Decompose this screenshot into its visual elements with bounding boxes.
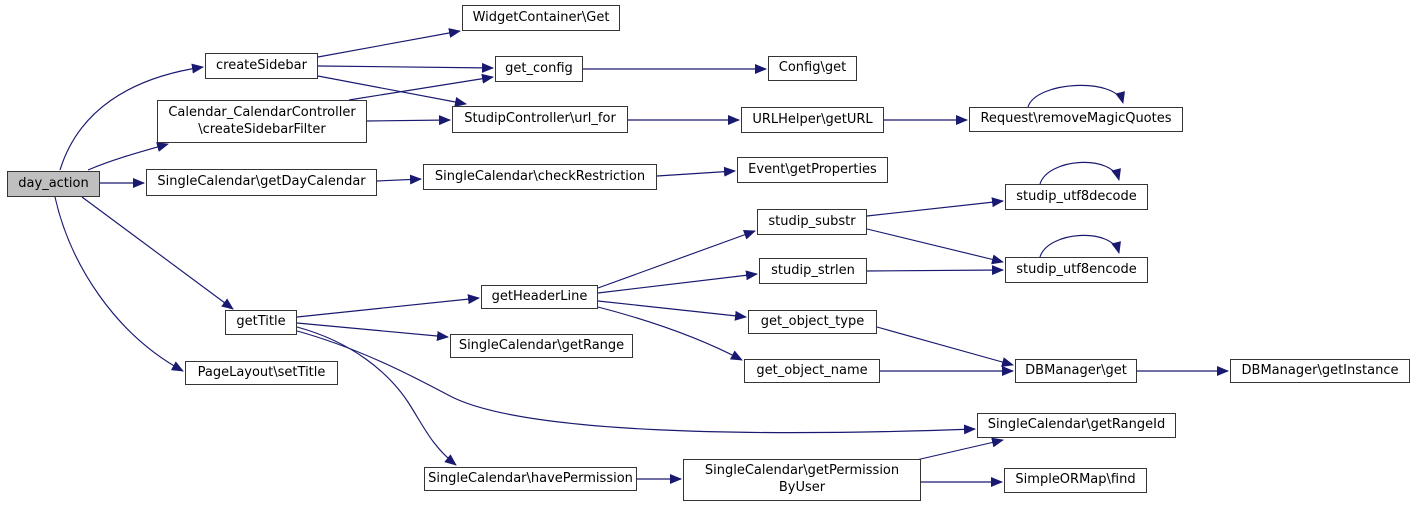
node-studip-substr[interactable]: studip_substr: [757, 209, 867, 235]
edge-getPermissionByUser-to-getRangeId: [911, 437, 1004, 462]
node-url-for[interactable]: StudipController\url_for: [452, 106, 628, 133]
node-PageLayout-setTitle[interactable]: PageLayout\setTitle: [185, 361, 338, 385]
edge-getHeaderLine-to-studip_strlen: [597, 270, 758, 294]
node-URLHelper-getURL[interactable]: URLHelper\getURL: [741, 107, 884, 133]
edge-day_action-to-PageLayout_setTitle: [54, 196, 184, 372]
node-getHeaderLine[interactable]: getHeaderLine: [481, 285, 598, 309]
edge-studip_substr-to-studip_utf8decode: [866, 197, 1004, 217]
node-Event-getProperties[interactable]: Event\getProperties: [737, 157, 888, 183]
edge-day_action-to-getTitle: [81, 196, 234, 310]
edge-getHeaderLine-to-studip_substr: [597, 230, 756, 289]
node-WidgetContainer-Get[interactable]: WidgetContainer\Get: [462, 5, 620, 31]
edge-getDayCalendar-to-checkRestriction: [376, 174, 422, 185]
node-get-object-type[interactable]: get_object_type: [748, 310, 877, 334]
edge-createSidebarFilter-to-url_for: [366, 115, 451, 126]
node-getDayCalendar[interactable]: SingleCalendar\getDayCalendar: [146, 169, 377, 196]
edge-removeMagicQuotes-to-removeMagicQuotes: [1027, 84, 1125, 108]
edge-createSidebar-to-get_config: [317, 62, 494, 73]
edge-studip_utf8encode-to-studip_utf8encode: [1039, 234, 1121, 258]
node-createSidebar[interactable]: createSidebar: [205, 53, 318, 79]
edge-getTitle-to-havePermission: [296, 326, 457, 466]
edge-getTitle-to-getRange: [296, 322, 449, 341]
node-Config-get[interactable]: Config\get: [768, 56, 857, 81]
node-day-action: day_action: [7, 171, 100, 197]
edge-checkRestriction-to-Event_getProperties: [656, 166, 736, 177]
edge-createSidebar-to-WidgetContainer_Get: [317, 28, 461, 58]
node-DBManager-get[interactable]: DBManager\get: [1015, 359, 1137, 383]
node-checkRestriction[interactable]: SingleCalendar\checkRestriction: [423, 164, 657, 190]
edge-getHeaderLine-to-get_object_name: [597, 306, 743, 361]
edge-getHeaderLine-to-get_object_type: [597, 300, 747, 321]
edge-getTitle-to-getHeaderLine: [296, 294, 480, 318]
edge-get_object_type-to-DBManager_get: [876, 326, 1014, 367]
node-DBManager-getInstance[interactable]: DBManager\getInstance: [1230, 359, 1410, 383]
edge-studip_utf8decode-to-studip_utf8decode: [1039, 161, 1121, 185]
node-createSidebarFilter[interactable]: Calendar_CalendarController \createSideb…: [157, 100, 367, 143]
edge-day_action-to-createSidebar: [59, 63, 204, 171]
node-studip-strlen[interactable]: studip_strlen: [759, 258, 867, 284]
edge-createSidebarFilter-to-get_config: [348, 73, 494, 101]
edge-createSidebar-to-url_for: [317, 75, 467, 107]
node-getPermissionByUser[interactable]: SingleCalendar\getPermission ByUser: [683, 459, 921, 501]
node-getRange[interactable]: SingleCalendar\getRange: [450, 334, 633, 358]
edge-getTitle-to-getRangeId: [296, 330, 976, 435]
node-getTitle[interactable]: getTitle: [225, 310, 297, 335]
node-studip-utf8encode[interactable]: studip_utf8encode: [1005, 257, 1148, 283]
edge-day_action-to-createSidebarFilter: [87, 142, 169, 171]
node-getRangeId[interactable]: SingleCalendar\getRangeId: [977, 413, 1176, 438]
edge-studip_substr-to-studip_utf8encode: [866, 228, 1004, 265]
node-get-config[interactable]: get_config: [495, 56, 583, 82]
node-removeMagicQuotes[interactable]: Request\removeMagicQuotes: [969, 107, 1183, 132]
edge-studip_strlen-to-studip_utf8encode: [866, 265, 1004, 276]
node-havePermission[interactable]: SingleCalendar\havePermission: [424, 467, 637, 491]
node-studip-utf8decode[interactable]: studip_utf8decode: [1005, 184, 1148, 210]
node-get-object-name[interactable]: get_object_name: [744, 359, 880, 383]
node-SimpleORMap-find[interactable]: SimpleORMap\find: [1004, 468, 1147, 493]
edge-group: [54, 28, 1229, 487]
